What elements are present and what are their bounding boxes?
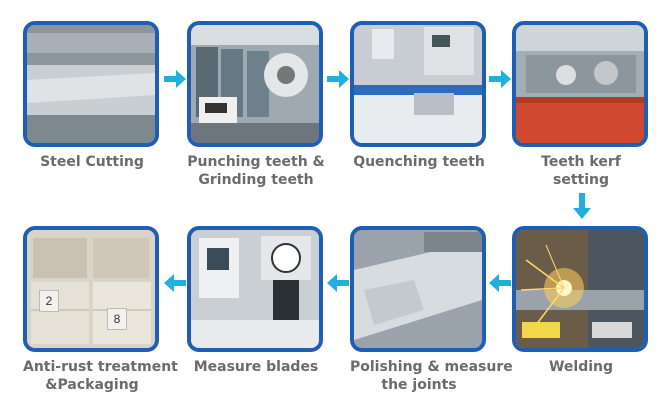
step-measure-blades: Measure blades bbox=[187, 226, 325, 376]
steel-cutting-scene bbox=[27, 25, 155, 143]
quenching-photo bbox=[350, 21, 486, 147]
label-line: Quenching teeth bbox=[353, 154, 485, 170]
step-label: Teeth kerf setting bbox=[512, 153, 650, 189]
step-steel-cutting: Steel Cutting bbox=[23, 21, 161, 171]
step-anti-rust: 2 8 Anti-rust treatment &Packaging bbox=[23, 226, 178, 394]
welding-scene bbox=[516, 230, 644, 348]
label-line: Measure blades bbox=[193, 359, 319, 375]
anti-rust-photo: 2 8 bbox=[23, 226, 159, 352]
step-teeth-kerf: Teeth kerf setting bbox=[512, 21, 650, 189]
step-label: Quenching teeth bbox=[350, 153, 488, 171]
label-line: setting bbox=[553, 172, 609, 188]
label-line: Polishing & measure bbox=[350, 359, 513, 375]
arrow-right-icon bbox=[489, 70, 511, 88]
step-quenching: Quenching teeth bbox=[350, 21, 488, 171]
label-line: Steel Cutting bbox=[40, 154, 144, 170]
step-label: Steel Cutting bbox=[23, 153, 161, 171]
punching-scene bbox=[191, 25, 319, 143]
label-line: Welding bbox=[548, 359, 614, 375]
label-line: Grinding teeth bbox=[198, 172, 314, 188]
step-label: Anti-rust treatment &Packaging bbox=[23, 358, 178, 394]
step-label: Punching teeth & Grinding teeth bbox=[187, 153, 325, 189]
arrow-right-icon bbox=[164, 70, 186, 88]
label-line: Teeth kerf bbox=[541, 154, 621, 170]
polishing-scene bbox=[354, 230, 482, 348]
teeth-kerf-photo bbox=[512, 21, 648, 147]
step-polishing: Polishing & measure the joints bbox=[350, 226, 513, 394]
label-line: Punching teeth & bbox=[187, 154, 325, 170]
teeth-kerf-scene bbox=[516, 25, 644, 143]
box-label: 8 bbox=[107, 308, 127, 330]
step-label: Welding bbox=[512, 358, 650, 376]
welding-photo bbox=[512, 226, 648, 352]
measure-blades-photo bbox=[187, 226, 323, 352]
arrow-right-icon bbox=[327, 70, 349, 88]
quenching-scene bbox=[354, 25, 482, 143]
step-welding: Welding bbox=[512, 226, 650, 376]
step-label: Polishing & measure the joints bbox=[350, 358, 513, 394]
punching-photo bbox=[187, 21, 323, 147]
step-label: Measure blades bbox=[187, 358, 325, 376]
measure-blades-scene bbox=[191, 230, 319, 348]
step-punching-grinding: Punching teeth & Grinding teeth bbox=[187, 21, 325, 189]
box-label: 2 bbox=[39, 290, 59, 312]
polishing-photo bbox=[350, 226, 486, 352]
label-line: the joints bbox=[381, 377, 457, 393]
arrow-left-icon bbox=[489, 274, 511, 292]
arrow-left-icon bbox=[164, 274, 186, 292]
arrow-left-icon bbox=[327, 274, 349, 292]
anti-rust-scene bbox=[27, 230, 155, 348]
label-line: Anti-rust treatment bbox=[23, 359, 178, 375]
label-line: &Packaging bbox=[45, 377, 139, 393]
steel-cutting-photo bbox=[23, 21, 159, 147]
arrow-down-icon bbox=[573, 193, 591, 219]
